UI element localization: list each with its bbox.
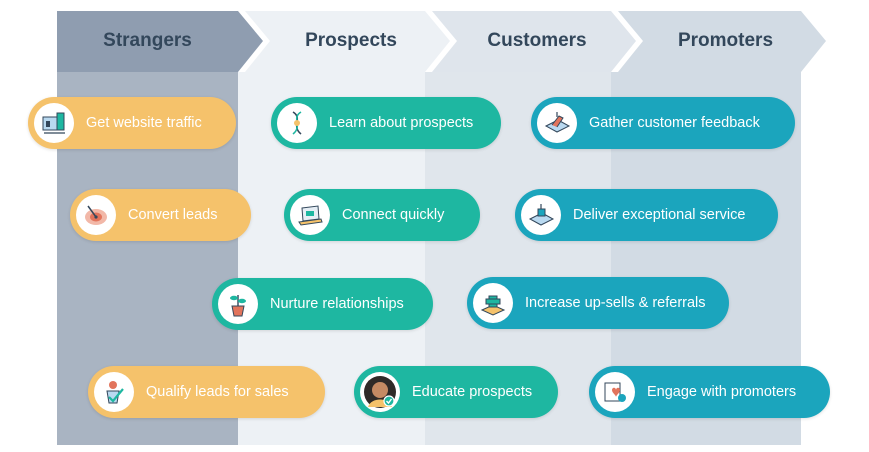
action-convert-leads[interactable]: Convert leads — [70, 189, 251, 241]
action-qualify-leads-for-sales[interactable]: Qualify leads for sales — [88, 366, 325, 418]
chevron-strangers — [57, 11, 263, 72]
service-tray-icon — [521, 195, 561, 235]
checklist-icon — [94, 372, 134, 412]
dna-icon — [277, 103, 317, 143]
action-get-website-traffic[interactable]: Get website traffic — [28, 97, 236, 149]
action-engage-with-promoters[interactable]: Engage with promoters — [589, 366, 830, 418]
heart-card-icon — [595, 372, 635, 412]
action-label: Gather customer feedback — [589, 115, 760, 131]
potted-plant-icon — [218, 284, 258, 324]
growth-blocks-icon — [473, 283, 513, 323]
action-increase-up-sells-referrals[interactable]: Increase up-sells & referrals — [467, 277, 729, 329]
stage-header-bar — [57, 11, 826, 72]
chevron-promoters — [618, 11, 826, 72]
person-avatar-icon — [360, 372, 400, 412]
chevron-customers — [432, 11, 636, 72]
action-connect-quickly[interactable]: Connect quickly — [284, 189, 480, 241]
action-nurture-relationships[interactable]: Nurture relationships — [212, 278, 433, 330]
stage-label-prospects: Prospects — [305, 30, 397, 51]
dashboard-icon — [34, 103, 74, 143]
stage-label-strangers: Strangers — [103, 30, 192, 51]
action-deliver-exceptional-service[interactable]: Deliver exceptional service — [515, 189, 778, 241]
action-label: Learn about prospects — [329, 115, 474, 131]
action-label: Engage with promoters — [647, 384, 797, 400]
action-label: Convert leads — [128, 207, 218, 223]
action-label: Deliver exceptional service — [573, 207, 746, 223]
stage-label-customers: Customers — [487, 30, 587, 51]
action-gather-customer-feedback[interactable]: Gather customer feedback — [531, 97, 795, 149]
action-educate-prospects[interactable]: Educate prospects — [354, 366, 558, 418]
feedback-tray-icon — [537, 103, 577, 143]
action-label: Nurture relationships — [270, 296, 404, 312]
action-label: Increase up-sells & referrals — [525, 295, 706, 311]
action-label: Educate prospects — [412, 384, 533, 400]
target-icon — [76, 195, 116, 235]
laptop-icon — [290, 195, 330, 235]
chevron-prospects — [245, 11, 450, 72]
action-learn-about-prospects[interactable]: Learn about prospects — [271, 97, 501, 149]
stage-label-promoters: Promoters — [677, 30, 774, 51]
action-label: Connect quickly — [342, 207, 445, 223]
action-label: Get website traffic — [86, 115, 202, 131]
action-label: Qualify leads for sales — [146, 384, 289, 400]
